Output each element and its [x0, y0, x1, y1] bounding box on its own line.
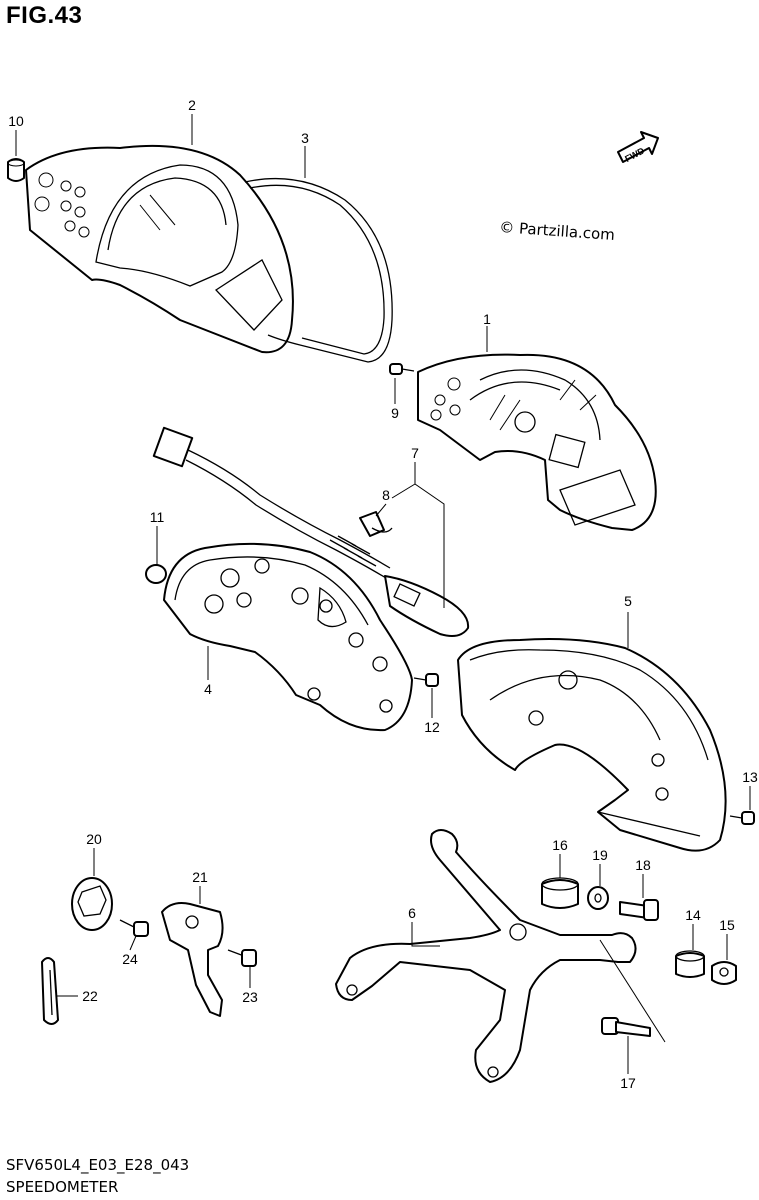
callout-numbers: 1 2 3 4 5 6 7 8 9 10 11 12 13 14 15 16 1… — [8, 97, 758, 1091]
part-23-screw[interactable] — [227, 949, 257, 967]
callout-1: 1 — [483, 311, 491, 327]
section-name: SPEEDOMETER — [6, 1178, 119, 1196]
callout-13: 13 — [742, 769, 758, 785]
callout-22: 22 — [82, 988, 98, 1004]
callout-10: 10 — [8, 113, 24, 129]
part-20-cap[interactable] — [71, 877, 113, 931]
callout-20: 20 — [86, 831, 102, 847]
part-5-outer-cover[interactable] — [457, 638, 727, 852]
part-4-lower-case[interactable] — [163, 542, 413, 732]
fwd-arrow-icon: FWD — [617, 131, 659, 164]
callout-23: 23 — [242, 989, 258, 1005]
callout-6: 6 — [408, 905, 416, 921]
callout-3: 3 — [301, 130, 309, 146]
callout-4: 4 — [204, 681, 212, 697]
figure-title: FIG.43 — [6, 2, 83, 29]
callout-15: 15 — [719, 917, 735, 933]
callout-8: 8 — [382, 487, 390, 503]
part-11-cushion[interactable] — [145, 564, 167, 584]
part-12-screw[interactable] — [413, 673, 439, 687]
part-6-bracket[interactable] — [335, 829, 637, 1083]
callout-7: 7 — [411, 445, 419, 461]
part-3-gasket[interactable] — [244, 177, 393, 363]
callout-14: 14 — [685, 907, 701, 923]
part-1-meter-assembly[interactable] — [417, 353, 657, 531]
callout-5: 5 — [624, 593, 632, 609]
callout-9: 9 — [391, 405, 399, 421]
callout-24: 24 — [122, 951, 138, 967]
part-14-bushing[interactable] — [675, 950, 705, 978]
callout-18: 18 — [635, 857, 651, 873]
callout-19: 19 — [592, 847, 608, 863]
callout-11: 11 — [150, 509, 165, 525]
callout-12: 12 — [424, 719, 440, 735]
callout-21: 21 — [192, 869, 208, 885]
part-10-cap[interactable] — [7, 158, 25, 182]
part-15-nut[interactable] — [711, 961, 737, 985]
part-24-screw[interactable] — [119, 919, 149, 937]
part-19-washer[interactable] — [587, 886, 609, 910]
part-21-holder[interactable] — [161, 902, 224, 1017]
callout-2: 2 — [188, 97, 196, 113]
part-7-wire-harness[interactable] — [152, 426, 470, 637]
part-16-bushing[interactable] — [541, 877, 579, 909]
leader-lines — [15, 114, 751, 1074]
part-13-screw[interactable] — [729, 811, 755, 825]
callout-16: 16 — [552, 837, 568, 853]
part-9-screw[interactable] — [389, 363, 415, 375]
part-2-meter-lens[interactable] — [25, 144, 294, 354]
diagram-code: SFV650L4_E03_E28_043 — [6, 1156, 190, 1174]
callout-17: 17 — [620, 1075, 636, 1091]
part-17-bolt[interactable] — [601, 1017, 651, 1037]
part-22-strap[interactable] — [41, 957, 59, 1025]
part-18-bolt[interactable] — [619, 899, 659, 921]
part-8-clamp[interactable] — [359, 511, 393, 537]
